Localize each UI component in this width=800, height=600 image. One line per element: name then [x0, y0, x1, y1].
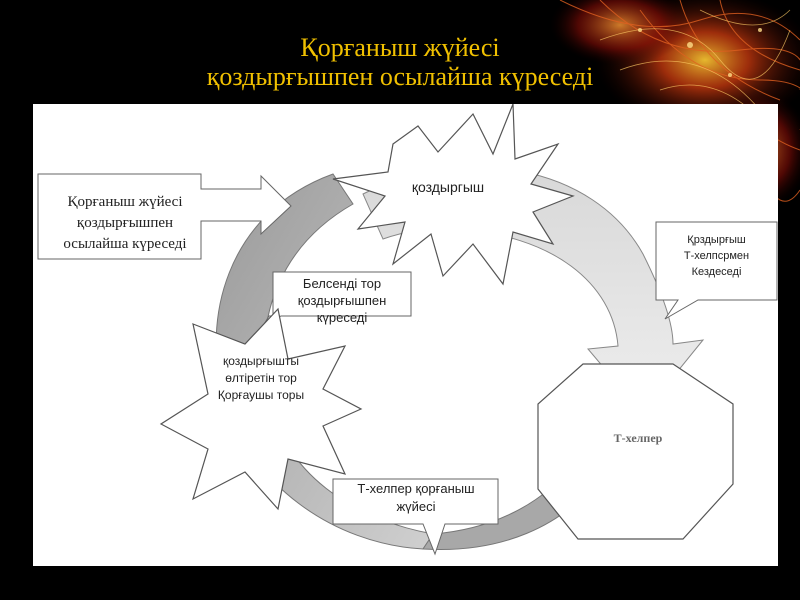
active-network-line3: күреседі [316, 310, 368, 325]
killer-cell-star [159, 307, 363, 511]
right-box-line2: Т-хелпсрмен [683, 250, 750, 262]
t-helper-system-line2: жүйесі [396, 499, 436, 514]
killer-star-line2: өлтіретін тор [225, 371, 297, 385]
pathogen-star [332, 104, 575, 286]
left-box-line3: осылайша күреседі [63, 236, 187, 252]
left-box-line1: Қорғаныш жүйесі [67, 194, 183, 210]
pathogen-label: қоздыргыш [411, 179, 485, 195]
right-callout-box [655, 221, 778, 320]
slide-title-line1: Қорғаныш жүйесі [300, 33, 500, 62]
slide-title-line2: қоздырғышпен осылайша күреседі [206, 62, 594, 91]
left-callout-box [37, 173, 292, 260]
diagram-panel: Қорғаныш жүйесі қоздырғышпен осылайша кү… [33, 104, 778, 566]
right-box-line1: Қрздырғыш [687, 234, 746, 246]
active-network-line1: Белсенді тор [302, 276, 382, 291]
t-helper-octagon [537, 363, 734, 540]
left-box-line2: қоздырғышпен [76, 215, 174, 231]
t-helper-system-box [332, 478, 499, 556]
t-helper-label: Т-хелпер [613, 431, 663, 445]
killer-star-line3: Қорғаушы торы [217, 388, 305, 402]
active-network-line2: қоздырғышпен [297, 293, 387, 308]
immune-cycle-diagram [37, 104, 778, 556]
right-box-line3: Кездеседі [691, 266, 742, 278]
t-helper-system-line1: Т-хелпер қорғаныш [357, 481, 475, 496]
killer-star-line1: қоздырғышты [222, 354, 300, 368]
